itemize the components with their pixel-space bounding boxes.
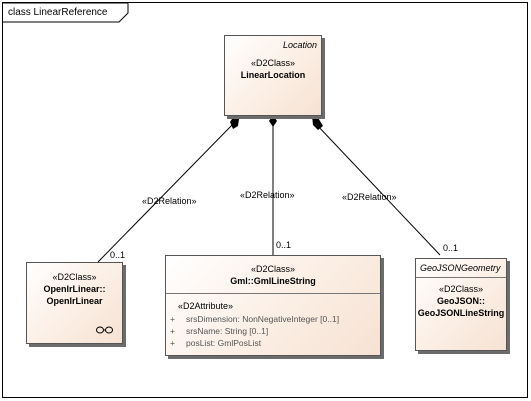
relation-stereotype-openlr: «D2Relation»: [142, 196, 197, 206]
class-linear-location[interactable]: Location «D2Class» LinearLocation: [224, 35, 322, 116]
class-name-line1: OpenlrLinear::: [43, 284, 106, 294]
class-name: LinearLocation: [240, 70, 306, 80]
relation-line-openlr: [97, 122, 235, 263]
class-name-line2: GeoJSONLineString: [417, 308, 505, 318]
class-stereotype: «D2Class»: [52, 272, 97, 282]
attribute-text: posList: GmlPosList: [186, 338, 262, 348]
class-openlr-linear[interactable]: «D2Class» OpenlrLinear:: OpenlrLinear: [26, 262, 123, 344]
composition-diamond-gml: [269, 115, 277, 127]
relation-stereotype-gml: «D2Relation»: [240, 190, 295, 200]
attribute-row: + srsDimension: NonNegativeInteger [0..1]: [170, 314, 339, 325]
attribute-row: + posList: GmlPosList: [170, 338, 261, 349]
multiplicity-gml: 0..1: [276, 240, 292, 250]
class-name-line2: OpenlrLinear: [46, 296, 103, 306]
composition-diamond-geojson: [312, 116, 323, 130]
multiplicity-geojson: 0..1: [443, 243, 459, 253]
relation-stereotype-geojson: «D2Relation»: [342, 192, 397, 202]
visibility-marker: +: [170, 326, 175, 336]
compartment-divider: [416, 277, 506, 278]
class-geojson-line-string[interactable]: GeoJSONGeometry «D2Class» GeoJSON:: GeoJ…: [415, 258, 507, 351]
visibility-marker: +: [170, 314, 175, 324]
attribute-text: srsName: String [0..1]: [186, 326, 269, 336]
class-name-line1: GeoJSON::: [436, 296, 485, 306]
class-stereotype: «D2Class»: [250, 264, 296, 274]
link-icon: [96, 326, 113, 334]
visibility-marker: +: [170, 338, 175, 348]
composition-diamond-openlr: [230, 116, 239, 129]
attribute-row: + srsName: String [0..1]: [170, 326, 268, 337]
class-stereotype: «D2Class»: [250, 58, 296, 68]
class-gml-line-string[interactable]: «D2Class» Gml::GmlLineString «D2Attribut…: [165, 255, 381, 356]
frame-title: class LinearReference: [8, 7, 108, 18]
multiplicity-openlr: 0..1: [110, 250, 126, 260]
class-name: Gml::GmlLineString: [230, 276, 316, 286]
compartment-divider: [166, 293, 380, 294]
attribute-text: srsDimension: NonNegativeInteger [0..1]: [186, 314, 340, 324]
frame-tab: [3, 3, 129, 23]
relation-line-geojson: [315, 123, 441, 256]
package-label: Location: [282, 40, 317, 50]
package-label: GeoJSONGeometry: [420, 263, 501, 273]
attribute-stereotype: «D2Attribute»: [178, 301, 234, 311]
class-stereotype: «D2Class»: [438, 284, 484, 294]
